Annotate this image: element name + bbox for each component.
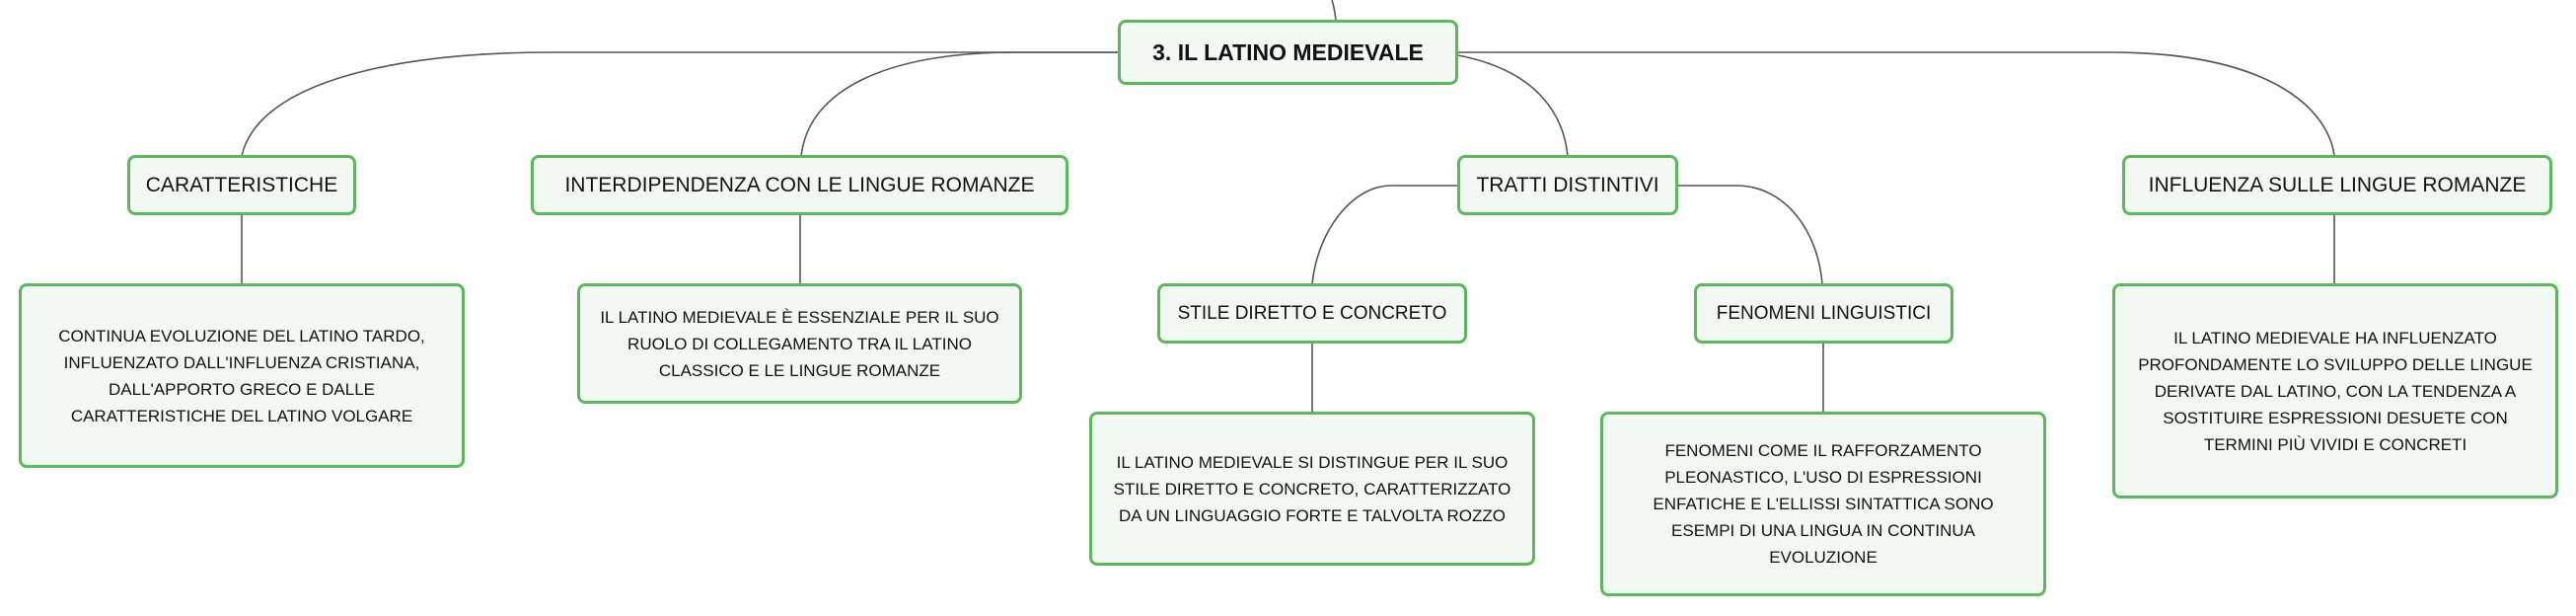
topic-fenomeni-linguistici-label: FENOMENI LINGUISTICI [1716, 302, 1932, 324]
topic-tratti-distintivi[interactable]: TRATTI DISTINTIVI [1457, 155, 1678, 215]
detail-fenomeni-linguistici[interactable]: FENOMENI COME IL RAFFORZAMENTO PLEONASTI… [1600, 412, 2046, 596]
topic-influenza[interactable]: INFLUENZA SULLE LINGUE ROMANZE [2122, 155, 2552, 215]
connector-tratti-to-fenomeni [1677, 185, 1823, 285]
connector-root-to-interdipendenza [800, 51, 1118, 157]
detail-influenza[interactable]: IL LATINO MEDIEVALE HA INFLUENZATO PROFO… [2112, 283, 2558, 499]
connector-parent-to-root [1331, 0, 1337, 21]
connector-tratti-to-stile [1311, 185, 1457, 285]
detail-fenomeni-linguistici-text: FENOMENI COME IL RAFFORZAMENTO PLEONASTI… [1653, 441, 1994, 567]
topic-caratteristiche[interactable]: CARATTERISTICHE [127, 155, 356, 215]
connector-root-to-influenza [1458, 51, 2335, 157]
topic-stile-diretto-label: STILE DIRETTO E CONCRETO [1177, 302, 1447, 324]
detail-caratteristiche-text: CONTINUA EVOLUZIONE DEL LATINO TARDO, IN… [58, 326, 425, 425]
connector-root-to-caratteristiche [241, 51, 1118, 157]
topic-influenza-label: INFLUENZA SULLE LINGUE ROMANZE [2148, 173, 2527, 196]
detail-caratteristiche[interactable]: CONTINUA EVOLUZIONE DEL LATINO TARDO, IN… [19, 283, 465, 468]
detail-stile-diretto-text: IL LATINO MEDIEVALE SI DISTINGUE PER IL … [1113, 452, 1511, 525]
root-topic-label: 3. IL LATINO MEDIEVALE [1152, 38, 1424, 65]
topic-interdipendenza-label: INTERDIPENDENZA CON LE LINGUE ROMANZE [564, 173, 1035, 196]
topic-interdipendenza[interactable]: INTERDIPENDENZA CON LE LINGUE ROMANZE [531, 155, 1068, 215]
topic-stile-diretto[interactable]: STILE DIRETTO E CONCRETO [1157, 283, 1467, 344]
topic-tratti-distintivi-label: TRATTI DISTINTIVI [1476, 173, 1659, 196]
root-topic-node[interactable]: 3. IL LATINO MEDIEVALE [1118, 20, 1458, 85]
topic-fenomeni-linguistici[interactable]: FENOMENI LINGUISTICI [1694, 283, 1953, 344]
detail-influenza-text: IL LATINO MEDIEVALE HA INFLUENZATO PROFO… [2138, 328, 2533, 454]
detail-stile-diretto[interactable]: IL LATINO MEDIEVALE SI DISTINGUE PER IL … [1089, 412, 1535, 566]
detail-interdipendenza-text: IL LATINO MEDIEVALE È ESSENZIALE PER IL … [600, 307, 999, 380]
connector-root-to-tratti [1457, 54, 1569, 157]
topic-caratteristiche-label: CARATTERISTICHE [145, 173, 338, 196]
detail-interdipendenza[interactable]: IL LATINO MEDIEVALE È ESSENZIALE PER IL … [577, 283, 1022, 404]
